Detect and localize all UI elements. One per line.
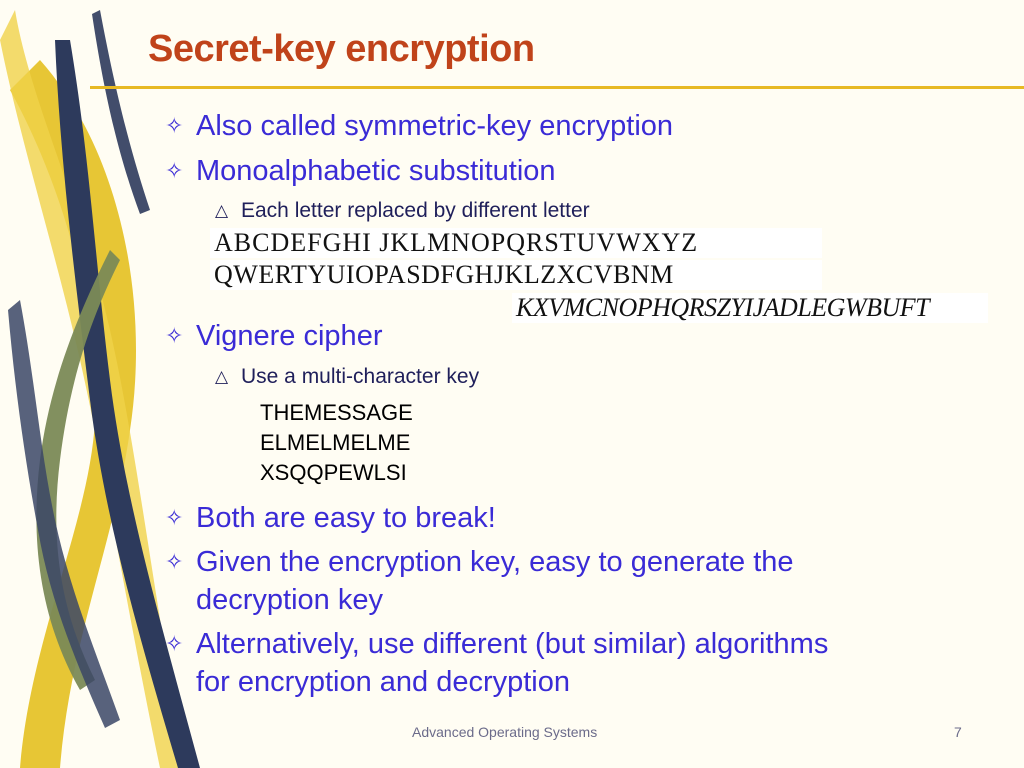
bullet-text-line2: for encryption and decryption <box>196 666 570 698</box>
substitution-alphabet-row: ABCDEFGHI JKLMNOPQRSTUVWXYZ <box>210 228 822 258</box>
bullet-text-line2: decryption key <box>196 584 383 616</box>
vigenere-plaintext: THEMESSAGE <box>260 400 413 425</box>
bullet-text: Vignere cipher <box>196 320 383 352</box>
slide-title: Secret-key encryption <box>148 28 535 70</box>
footer-page-number: 7 <box>954 724 962 740</box>
triangle-icon: △ <box>215 201 229 220</box>
triangle-icon: △ <box>215 367 229 386</box>
bullet-text-line1: Alternatively, use different (but simila… <box>196 628 829 660</box>
decorative-brush-strokes <box>0 10 200 768</box>
sub-bullet-text: Use a multi-character key <box>241 365 480 388</box>
four-point-star-icon: ✧ <box>165 631 184 656</box>
substitution-inverse-row: KXVMCNOPHQRSZYIJADLEGWBUFT <box>512 293 988 323</box>
four-point-star-icon: ✧ <box>165 505 184 530</box>
sub-bullet-text: Each letter replaced by different letter <box>241 199 590 222</box>
four-point-star-icon: ✧ <box>165 549 184 574</box>
four-point-star-icon: ✧ <box>165 323 184 348</box>
bullet-text: Both are easy to break! <box>196 502 496 534</box>
bullet-text-line1: Given the encryption key, easy to genera… <box>196 546 794 578</box>
bullet-text: Also called symmetric-key encryption <box>196 110 674 142</box>
vigenere-key: ELMELMELME <box>260 430 411 455</box>
vigenere-ciphertext: XSQQPEWLSI <box>260 460 407 485</box>
title-underline <box>90 86 1024 89</box>
four-point-star-icon: ✧ <box>165 158 184 183</box>
four-point-star-icon: ✧ <box>165 113 184 138</box>
bullet-text: Monoalphabetic substitution <box>196 155 556 187</box>
footer-course: Advanced Operating Systems <box>412 724 598 740</box>
substitution-key-row: QWERTYUIOPASDFGHJKLZXCVBNM <box>210 260 822 290</box>
